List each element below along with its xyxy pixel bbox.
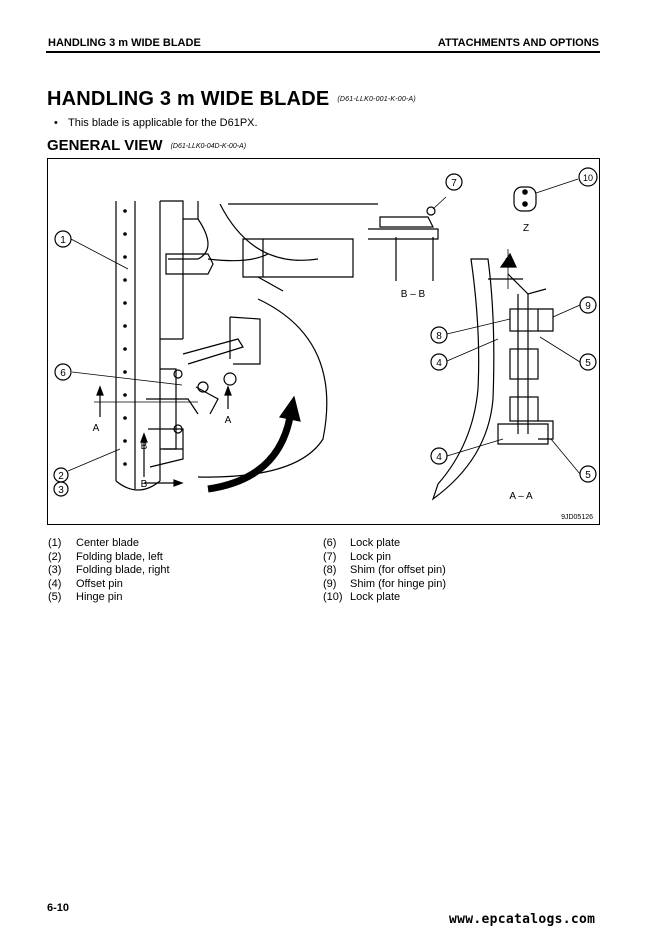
legend-item: (3)Folding blade, right: [48, 564, 170, 576]
label-aa: A – A: [509, 491, 533, 502]
svg-text:8: 8: [436, 331, 442, 342]
callout-7: 7: [445, 173, 463, 191]
callout-9: 9: [579, 296, 597, 314]
svg-text:4: 4: [436, 452, 442, 463]
z-detail-drawing: [513, 178, 579, 212]
callout-6: 6: [54, 363, 72, 381]
svg-text:4: 4: [436, 358, 442, 369]
svg-text:6: 6: [60, 368, 66, 379]
callout-5-upper: 5: [579, 353, 597, 371]
page-number: 6-10: [47, 902, 70, 914]
page-title-code: (D61-LLK0-001-K-00-A): [337, 96, 416, 104]
figure-id: 9JD05126: [561, 514, 593, 521]
legend-item: (7)Lock pin: [323, 550, 391, 563]
callout-2: 2: [53, 467, 69, 483]
legend-item: (10)Lock plate: [323, 591, 401, 603]
section-title-code: (D61-LLK0-04D-K-00-A): [170, 142, 247, 150]
svg-text:10: 10: [583, 173, 593, 183]
callout-3: 3: [53, 481, 69, 497]
callout-1: 1: [54, 230, 72, 248]
section-title: GENERAL VIEW (D61-LLK0-04D-K-00-A): [47, 137, 246, 154]
bullet-icon: •: [54, 117, 58, 129]
label-b-upper: B: [141, 441, 148, 452]
svg-text:9: 9: [585, 301, 591, 312]
label-b-lower: B: [141, 479, 148, 490]
legend-item: (8)Shim (for offset pin): [323, 564, 446, 576]
section-title-text: GENERAL VIEW: [47, 137, 163, 154]
svg-text:7: 7: [451, 178, 457, 189]
legend-item: (6)Lock plate: [323, 537, 401, 549]
legend-left: (1)Center blade (2)Folding blade, left (…: [48, 537, 170, 605]
svg-text:1: 1: [60, 235, 66, 246]
running-header-left: HANDLING 3 m WIDE BLADE: [48, 37, 201, 49]
center-blade-drawing: [115, 200, 378, 491]
section-aa-drawing: [431, 249, 554, 501]
running-header-right: ATTACHMENTS AND OPTIONS: [437, 37, 599, 49]
bullet-note: • This blade is applicable for the D61PX.: [54, 117, 258, 129]
svg-text:5: 5: [585, 470, 591, 481]
section-bb-drawing: [368, 196, 447, 281]
label-z-arrow: Z: [505, 257, 511, 268]
blade-diagram: 1 6 2 3 7 10 8 4 4 9 5 5 A A B B B – B Z…: [53, 167, 598, 521]
rotation-arrow: [207, 416, 294, 493]
general-view-figure: 1 6 2 3 7 10 8 4 4 9 5 5 A A B B B – B Z…: [47, 158, 600, 525]
label-z-detail: Z: [523, 223, 529, 234]
section-markers: [94, 385, 232, 487]
callout-5-lower: 5: [579, 465, 597, 483]
callout-4-lower: 4: [430, 447, 448, 465]
page-title: HANDLING 3 m WIDE BLADE (D61-LLK0-001-K-0…: [47, 88, 416, 111]
leader-lines-left: [67, 238, 183, 472]
label-a-left: A: [93, 423, 100, 434]
legend-item: (4)Offset pin: [48, 577, 123, 590]
rotation-arrowhead-icon: [278, 395, 301, 422]
svg-text:3: 3: [58, 485, 64, 496]
callout-4-upper: 4: [430, 353, 448, 371]
bullet-text: This blade is applicable for the D61PX.: [68, 117, 258, 129]
watermark: www.epcatalogs.com: [449, 912, 596, 927]
callout-10: 10: [578, 167, 598, 187]
legend-right: (6)Lock plate (7)Lock pin (8)Shim (for o…: [323, 537, 446, 605]
legend-item: (5)Hinge pin: [48, 591, 123, 603]
legend-item: (9)Shim (for hinge pin): [323, 577, 446, 590]
label-a-right: A: [225, 415, 232, 426]
svg-text:5: 5: [585, 358, 591, 369]
page-title-text: HANDLING 3 m WIDE BLADE: [47, 88, 330, 110]
leader-lines-right: [446, 304, 581, 475]
folding-linkage-drawing: [146, 298, 328, 478]
callout-8: 8: [430, 326, 448, 344]
svg-text:2: 2: [58, 471, 64, 482]
legend-item: (1)Center blade: [48, 537, 139, 549]
legend-item: (2)Folding blade, left: [48, 550, 163, 563]
label-bb: B – B: [401, 289, 426, 300]
header-rule: [46, 51, 600, 53]
